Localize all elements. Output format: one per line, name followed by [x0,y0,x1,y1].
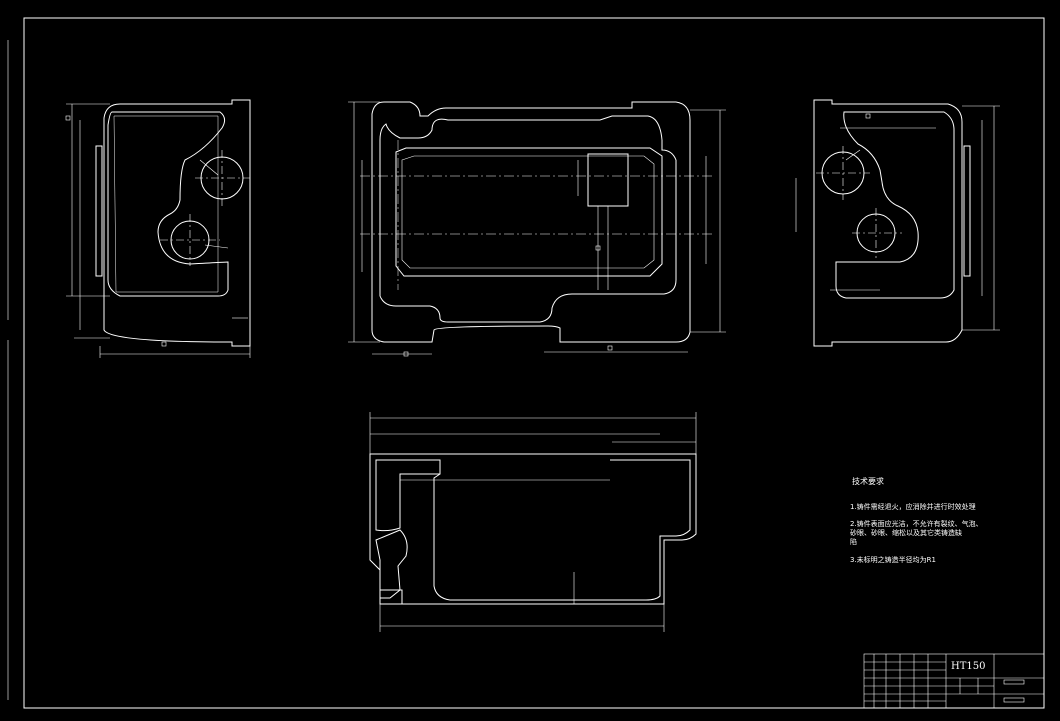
tech-requirement-item: 1.铸件需经退火，应消除并进行时效处理 [850,503,976,511]
tech-requirement-item: 砂眼、砂眼、缩松以及其它类铸造缺 [850,529,962,537]
material-label: HT150 [951,661,986,672]
tech-requirement-item: 陷 [850,538,857,546]
title-block [863,653,1045,709]
tech-requirement-item: 3.未标明之铸造半径均为R1 [850,556,936,564]
drawing-frame [7,17,1045,709]
tech-requirement-item: 2.铸件表面应光洁，不允许有裂纹、气泡、 [850,520,983,528]
section-view [369,412,697,632]
right-side-view [795,99,1000,347]
tech-requirements-title: 技术要求 [852,477,884,486]
front-view [348,101,726,357]
left-side-view [65,99,251,358]
